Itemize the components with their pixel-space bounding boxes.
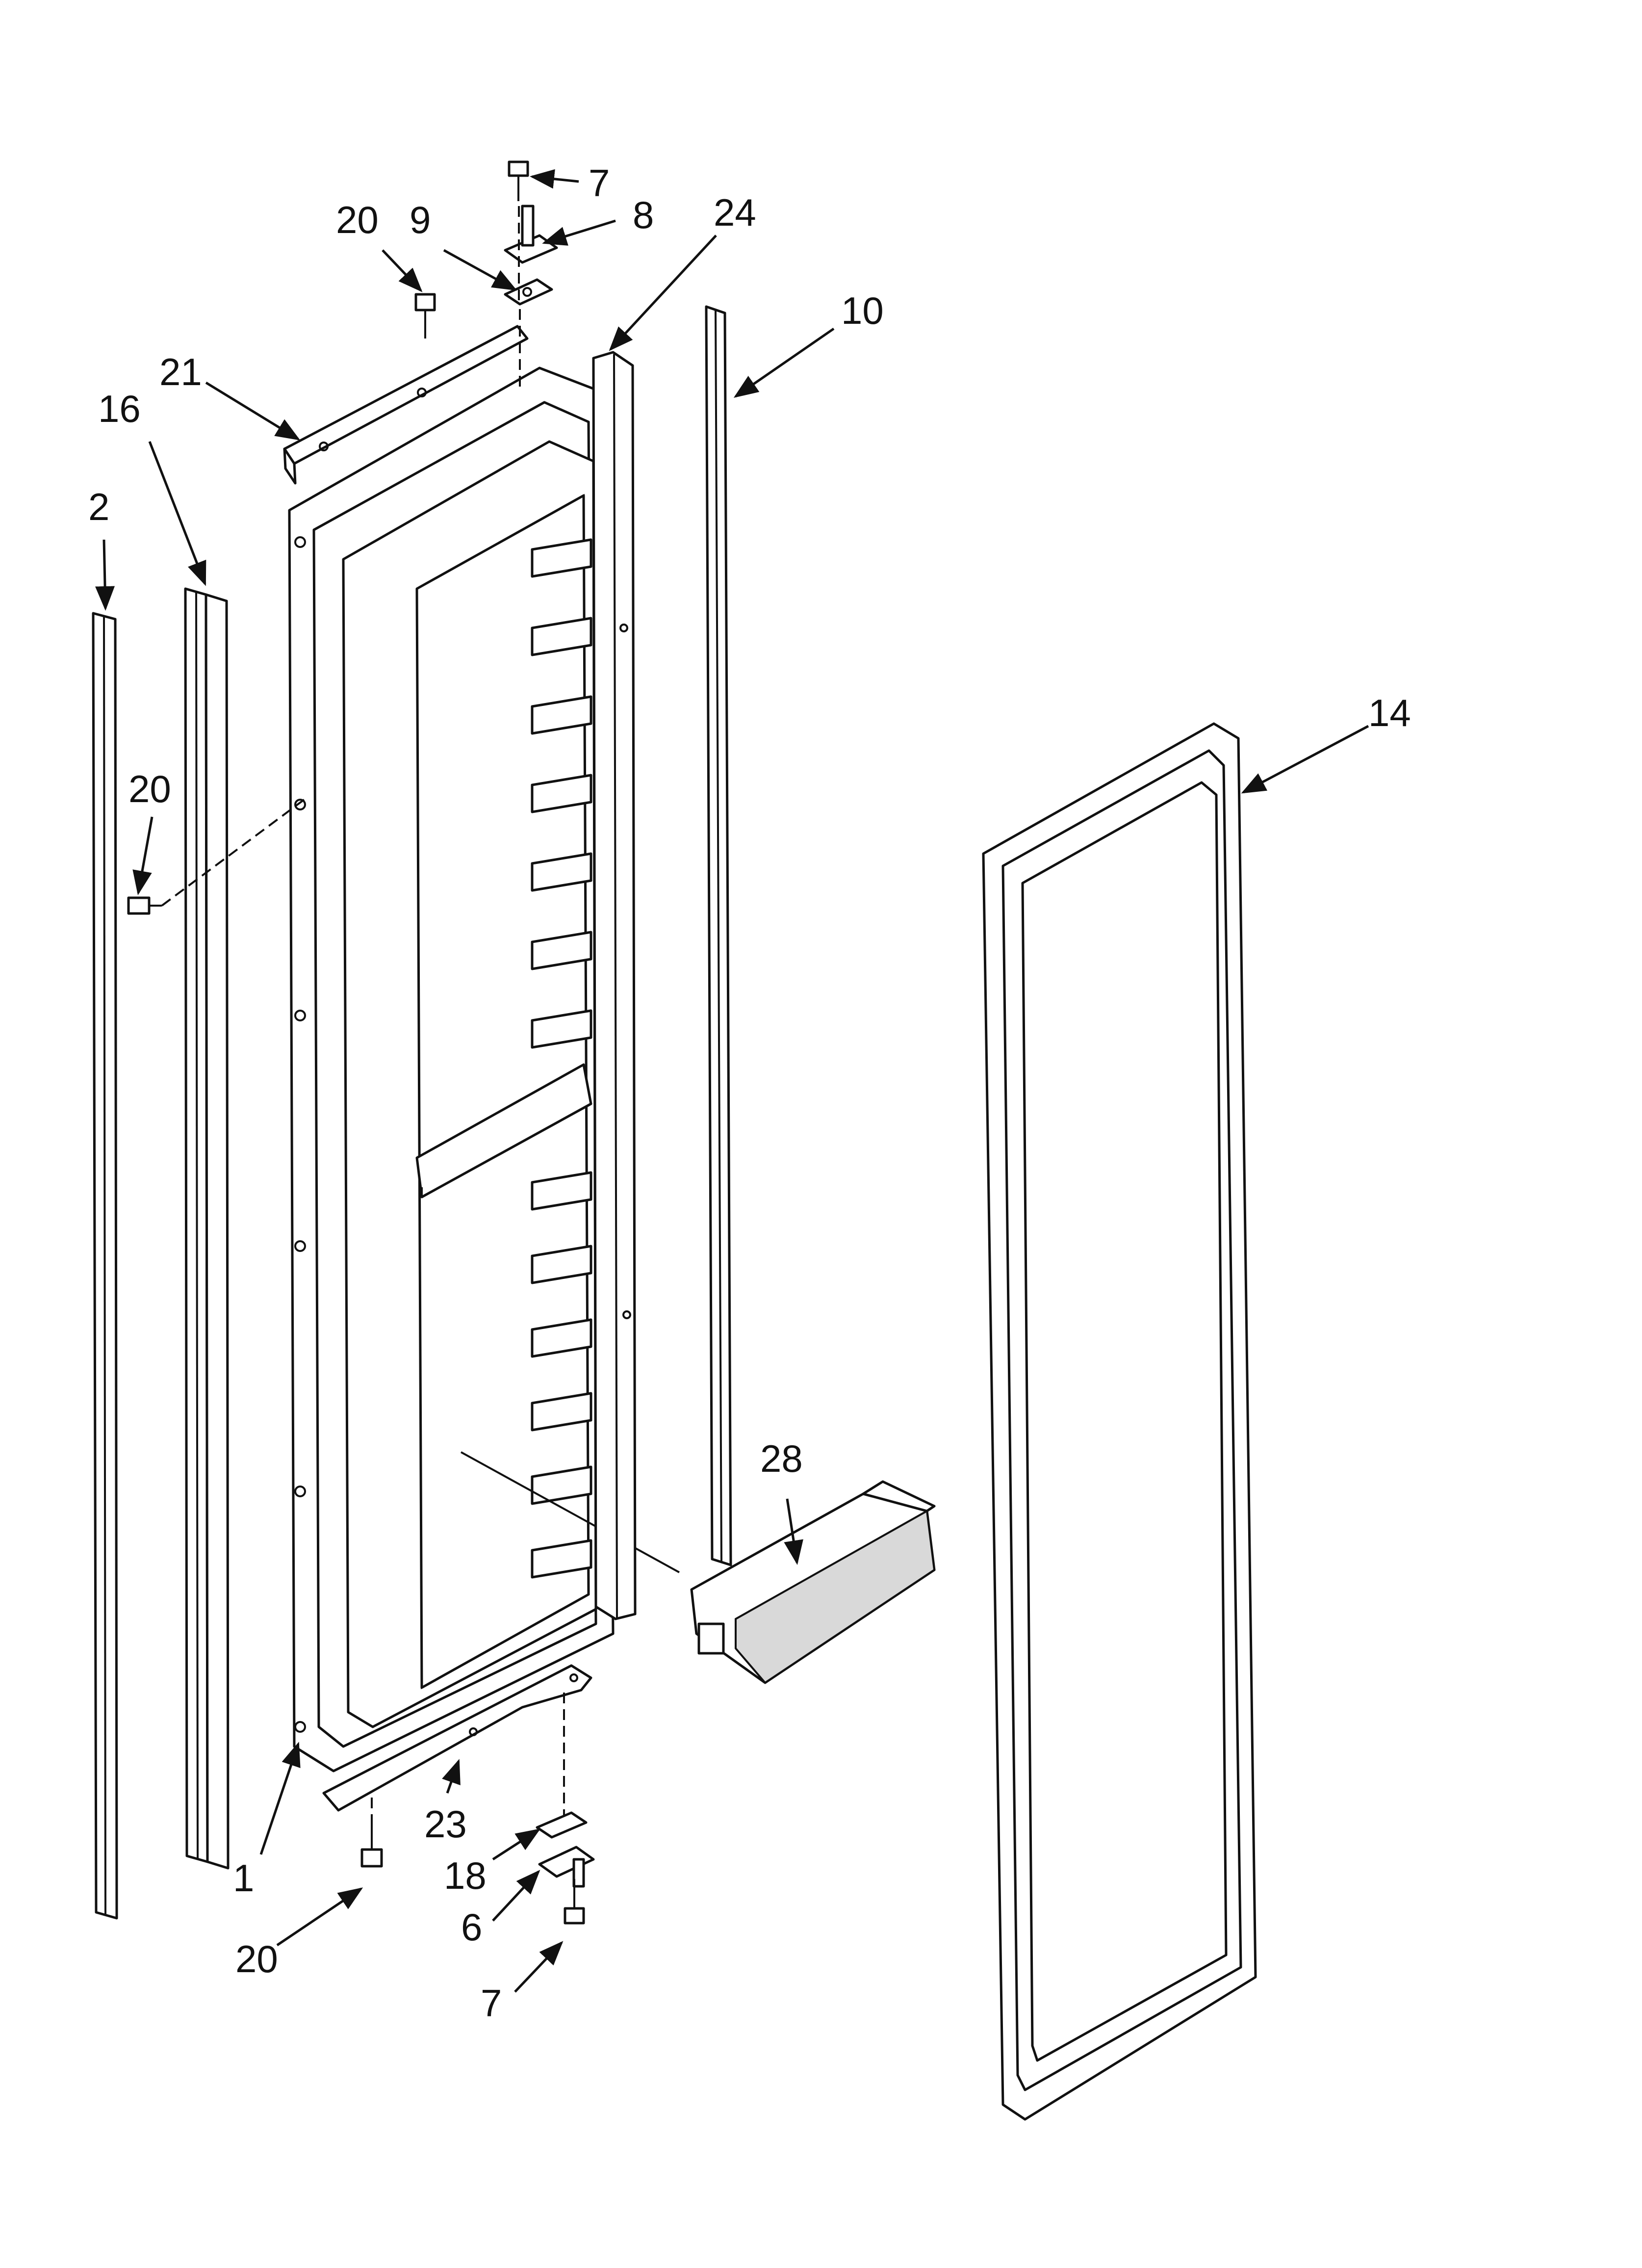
shelf-rails — [531, 538, 592, 1579]
screw-7-top — [508, 160, 529, 201]
callout-7-top: 7 — [589, 161, 610, 205]
callout-7-bottom: 7 — [481, 1981, 502, 2025]
part-2-trim-strip — [92, 612, 118, 1920]
alignment-lines — [161, 206, 575, 1886]
leader-lines — [95, 169, 1369, 1993]
part-16-channel-strip — [184, 587, 230, 1870]
callout-6: 6 — [461, 1905, 482, 1949]
screw-20-mid — [127, 896, 162, 915]
part-23-bottom-bracket — [322, 1664, 592, 1812]
part-8-top-hinge — [504, 205, 558, 264]
callout-18: 18 — [444, 1854, 487, 1897]
part-14-door-gasket — [982, 722, 1257, 2121]
callout-labels: 7 8 9 20 24 10 21 16 2 20 14 28 1 23 18 … — [88, 161, 1411, 2025]
callout-20-top: 20 — [336, 198, 379, 241]
part-1-door-panel — [288, 366, 680, 1773]
callout-21: 21 — [159, 350, 202, 393]
callout-14: 14 — [1368, 691, 1411, 734]
part-9-hinge-spacer — [504, 278, 553, 306]
part-10-vertical-strip — [705, 305, 732, 1566]
screw-20-top — [414, 293, 436, 339]
callout-1: 1 — [233, 1856, 254, 1900]
callout-8: 8 — [633, 193, 654, 236]
door-side-holes — [294, 536, 306, 1733]
callout-20-bottom: 20 — [235, 1937, 278, 1981]
callout-2: 2 — [88, 485, 109, 528]
callout-20-mid: 20 — [128, 767, 171, 810]
callout-9: 9 — [410, 198, 431, 241]
part-6-bottom-hinge — [538, 1846, 595, 1888]
callout-23: 23 — [424, 1802, 467, 1846]
callout-10: 10 — [841, 289, 884, 332]
screw-20-bottom — [360, 1825, 383, 1868]
callout-28: 28 — [760, 1437, 803, 1480]
screw-7-bottom — [564, 1886, 585, 1925]
part-21-top-bracket — [283, 325, 529, 485]
part-24-channel-strip — [592, 351, 637, 1620]
part-28-door-bin — [690, 1480, 936, 1684]
callout-24: 24 — [714, 191, 756, 234]
callout-16: 16 — [98, 387, 141, 430]
part-18-hinge-shim — [536, 1811, 588, 1839]
